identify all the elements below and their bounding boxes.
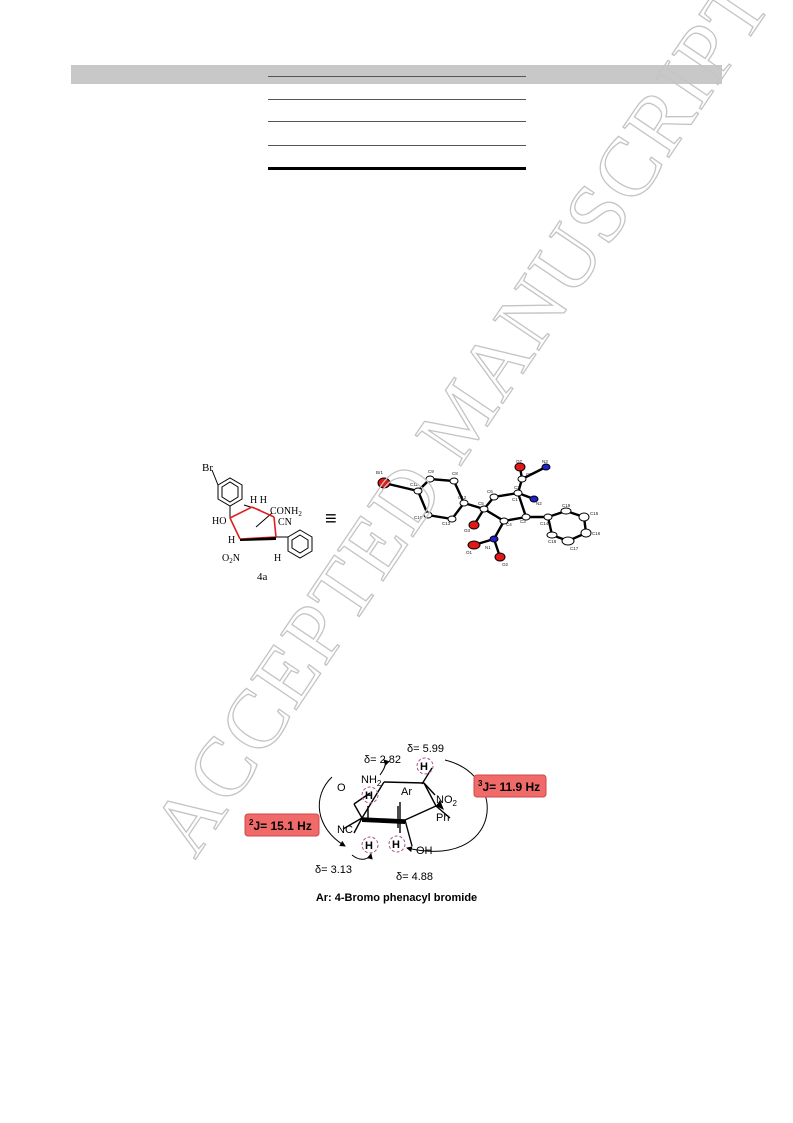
ar-label: Ar: [401, 786, 412, 798]
atom-label: C11: [410, 482, 418, 487]
atom-label: C16: [592, 531, 601, 536]
atom-label: C8: [452, 471, 458, 476]
cn-label: CN: [278, 517, 292, 528]
atom-label: N2: [536, 501, 542, 506]
atom-label: N3: [542, 459, 548, 464]
atom-label: O7: [516, 459, 523, 464]
atom-label: C3: [520, 519, 526, 524]
atom-label: C17: [570, 546, 579, 551]
h-left-label: H: [228, 535, 235, 546]
structure-4a: Br H H CONH2 CN HO H O2N H 4a: [202, 462, 313, 583]
o-label: O: [337, 782, 346, 794]
atom-label: C4: [506, 522, 512, 527]
table-rule: [268, 99, 526, 100]
ph-label: Ph: [436, 812, 449, 824]
j2-label: 2J= 15.1 Hz: [249, 818, 312, 833]
table-rule: [268, 121, 526, 122]
atom-label: C18: [548, 539, 557, 544]
no2-label: NO2: [436, 794, 458, 808]
atom-label: C1: [512, 497, 518, 502]
atom-label: C2: [514, 485, 520, 490]
atom-label: O3: [464, 528, 471, 533]
conh2-label: CONH2: [270, 506, 302, 518]
atom-label: O2: [502, 562, 509, 567]
hh-label: H H: [250, 495, 267, 506]
atom-label: C5: [478, 501, 484, 506]
atom-label: C14: [540, 521, 549, 526]
j2-box: [244, 813, 320, 837]
j3-label: 3J= 11.9 Hz: [478, 779, 540, 794]
atom-label: C10: [414, 515, 423, 520]
o2n-label: O2N: [222, 553, 240, 565]
header-bar: [71, 65, 722, 84]
oh-label: OH: [416, 845, 433, 857]
delta-282: δ= 2.82: [364, 754, 401, 766]
table-rule-bottom: [268, 167, 526, 170]
atom-label: Br1: [376, 470, 384, 475]
h-label: H: [365, 840, 373, 852]
atom-label: C15: [590, 511, 599, 516]
atom-label: O1: [466, 550, 473, 555]
br-label: Br: [202, 462, 213, 474]
h-label: H: [392, 839, 400, 851]
delta-313: δ= 3.13: [315, 864, 352, 876]
compound-label: 4a: [257, 571, 268, 583]
atom-label: C19: [562, 503, 571, 508]
h-right-label: H: [274, 553, 281, 564]
atom-label: C9: [428, 469, 434, 474]
table-rule: [268, 145, 526, 146]
atom-label: C6: [487, 489, 493, 494]
ho-label: HO: [212, 516, 226, 527]
h-label: H: [420, 761, 428, 773]
crystal-structure: Br1 C11 C9 C8 C12 C10 C13 C6 C5 C4 O3 C3…: [376, 459, 601, 567]
nc-label: NC: [337, 824, 353, 836]
atom-label: C13: [442, 521, 451, 526]
nh2-label: NH2: [361, 774, 382, 788]
atom-label: C12: [458, 495, 467, 500]
nmr-coupling-figure: O NH2 H H H H Ar NO2 Ph NC OH δ= 2.82 δ=…: [244, 743, 547, 883]
figure-caption: Ar: 4-Bromo phenacyl bromide: [315, 892, 478, 904]
atom-label: C7: [526, 472, 532, 477]
delta-488: δ= 4.88: [396, 871, 433, 883]
j3-box: [473, 774, 547, 798]
equivalence-symbol: ≡: [325, 508, 337, 530]
table-rule: [268, 76, 526, 77]
delta-599: δ= 5.99: [407, 743, 444, 755]
h-label: H: [365, 790, 373, 802]
atom-label: N1: [485, 545, 491, 550]
